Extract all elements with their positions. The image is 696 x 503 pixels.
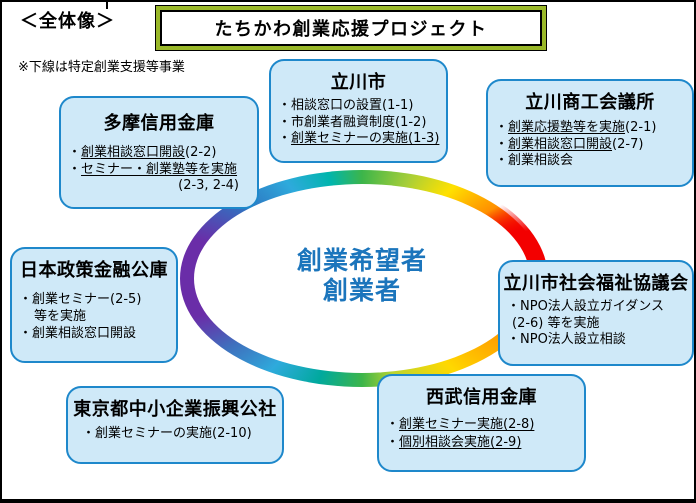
org-item: 等を実施 [19, 308, 172, 325]
org-item: ・セミナー・創業塾等を実施 [68, 162, 253, 179]
org-item: ・創業セミナーの実施(1-3) [278, 131, 442, 148]
item-bullet: ・ [19, 292, 33, 307]
org-title: 多摩信用金庫 [103, 113, 215, 134]
item-bullet: ・ [507, 332, 521, 348]
center-audience-line1: 創業希望者 [296, 246, 427, 275]
org-items: ・NPO法人設立ガイダンス(2-6) 等を実施・NPO法人設立相談 [500, 299, 692, 353]
center-audience-label: 創業希望者 創業者 [252, 246, 472, 305]
org-items: ・相談窓口の設置(1-1)・市創業者融資制度(1-2)・創業セミナーの実施(1-… [271, 98, 446, 152]
item-bullet: ・ [386, 417, 400, 432]
org-item: ・創業相談会 [495, 153, 688, 170]
top-edge-notch [106, 2, 108, 9]
org-title: 立川市 [330, 72, 387, 93]
org-item: ・創業セミナー実施(2-8) [386, 416, 580, 434]
item-text: (2-2) [185, 145, 217, 160]
item-text: (2-6) 等を実施 [512, 315, 600, 331]
org-title: 西武信用金庫 [426, 387, 537, 408]
item-text: (2-7) [612, 136, 644, 152]
item-bullet: ・ [278, 98, 292, 113]
project-title-frame: たちかわ創業応援プロジェクト [155, 5, 547, 51]
item-text: 相談窓口の設置(1-1) [291, 98, 414, 113]
org-box-tachikawa-chamber-of-commerce: 立川商工会議所 ・創業応援塾等を実施(2-1)・創業相談窓口開設(2-7)・創業… [486, 79, 694, 187]
item-text: NPO法人設立ガイダンス [520, 299, 665, 314]
item-bullet: ・ [68, 145, 82, 160]
org-box-tachikawa-social-welfare-council: 立川市社会福祉協議会 ・NPO法人設立ガイダンス(2-6) 等を実施・NPO法人… [498, 260, 694, 366]
org-item: (2-6) 等を実施 [507, 316, 688, 333]
org-title: 立川市社会福祉協議会 [503, 273, 689, 294]
item-text: (2-1) [625, 120, 657, 135]
org-item: ・創業セミナー(2-5) [19, 291, 172, 308]
item-text: (2-3, 2-4) [178, 178, 239, 194]
item-bullet: ・ [82, 426, 96, 441]
item-text: 創業相談会 [508, 153, 574, 169]
org-item: ・NPO法人設立相談 [507, 332, 688, 349]
item-bullet: ・ [386, 434, 400, 450]
project-title: たちかわ創業応援プロジェクト [160, 10, 542, 46]
item-text: 創業セミナー実施(2-8) [399, 417, 535, 432]
item-text: 創業相談窓口開設 [32, 326, 137, 342]
item-text: 等を実施 [34, 309, 87, 325]
item-text: 創業応援塾等を実施 [508, 120, 626, 135]
item-text: セミナー・創業塾等を実施 [81, 161, 238, 177]
org-item: ・相談窓口の設置(1-1) [278, 98, 442, 115]
item-bullet: ・ [68, 161, 82, 177]
item-bullet: ・ [495, 153, 509, 169]
org-items: ・創業応援塾等を実施(2-1)・創業相談窓口開設(2-7)・創業相談会 [488, 120, 692, 174]
org-items: ・創業セミナー実施(2-8)・個別相談会実施(2-9) [379, 416, 584, 455]
org-item: ・創業相談窓口開設(2-2) [68, 145, 253, 162]
item-bullet: ・ [495, 120, 509, 135]
item-bullet: ・ [278, 114, 292, 130]
item-text: 個別相談会実施(2-9) [399, 434, 522, 450]
org-box-tachikawa-city: 立川市 ・相談窓口の設置(1-1)・市創業者融資制度(1-2)・創業セミナーの実… [269, 59, 448, 163]
item-text: 創業セミナーの実施(1-3) [291, 131, 440, 147]
item-bullet: ・ [278, 131, 292, 147]
org-items: ・創業セミナー(2-5)等を実施・創業相談窓口開設 [12, 291, 176, 346]
org-items: ・創業セミナーの実施(2-10) [68, 426, 282, 447]
org-item: ・創業相談窓口開設 [19, 325, 172, 342]
org-item: ・個別相談会実施(2-9) [386, 434, 580, 452]
item-text: NPO法人設立相談 [520, 332, 626, 348]
item-bullet: ・ [19, 326, 33, 342]
item-text: 創業相談窓口開設 [508, 136, 613, 152]
org-item: ・創業相談窓口開設(2-7) [495, 137, 688, 154]
org-title: 日本政策金融公庫 [20, 260, 168, 281]
org-box-japan-finance-corporation: 日本政策金融公庫 ・創業セミナー(2-5)等を実施・創業相談窓口開設 [10, 247, 178, 363]
org-item: ・創業応援塾等を実施(2-1) [495, 120, 688, 137]
org-box-tama-shinkin-bank: 多摩信用金庫 ・創業相談窓口開設(2-2)・セミナー・創業塾等を実施(2-3, … [59, 96, 259, 209]
item-bullet: ・ [507, 299, 521, 314]
item-text: 創業セミナーの実施(2-10) [95, 426, 252, 441]
org-title: 東京都中小企業振興公社 [73, 399, 277, 420]
overall-label: ＜全体像＞ [20, 11, 115, 32]
center-audience-line2: 創業者 [322, 275, 401, 305]
ring-inner-hole [194, 184, 530, 373]
org-item: ・市創業者融資制度(1-2) [278, 115, 442, 132]
org-item: ・NPO法人設立ガイダンス [507, 299, 688, 316]
underline-legend-note: ※下線は特定創業支援等事業 [18, 60, 185, 75]
org-box-tokyo-sme-promotion-corporation: 東京都中小企業振興公社 ・創業セミナーの実施(2-10) [66, 386, 284, 464]
org-item: (2-3, 2-4) [68, 178, 253, 195]
item-text: 創業セミナー(2-5) [32, 292, 142, 307]
item-text: 市創業者融資制度(1-2) [291, 114, 427, 130]
org-items: ・創業相談窓口開設(2-2)・セミナー・創業塾等を実施(2-3, 2-4) [61, 145, 257, 199]
org-box-seibu-shinkin-bank: 西武信用金庫 ・創業セミナー実施(2-8)・個別相談会実施(2-9) [377, 374, 586, 472]
item-bullet: ・ [495, 136, 509, 152]
item-text: 創業相談窓口開設 [81, 145, 186, 160]
org-title: 立川商工会議所 [525, 92, 655, 113]
org-item: ・創業セミナーの実施(2-10) [82, 426, 278, 443]
